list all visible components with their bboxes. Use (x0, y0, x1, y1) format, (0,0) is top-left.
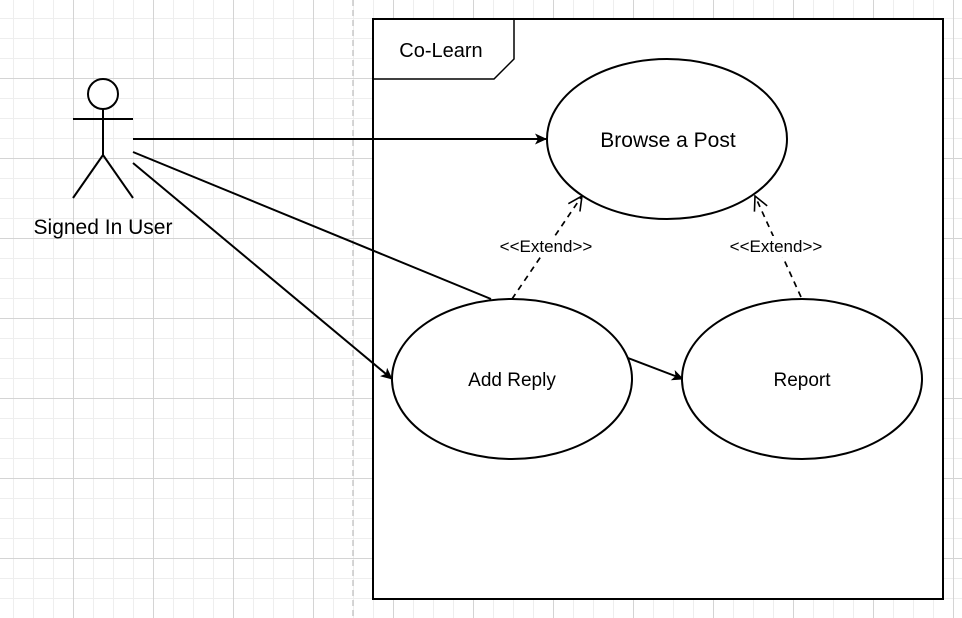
actor-signed-in-user[interactable]: Signed In User (34, 78, 173, 239)
use-case-label: Browse a Post (600, 129, 736, 152)
extend-label-left: <<Extend>> (486, 236, 607, 257)
svg-text:<<Extend>>: <<Extend>> (730, 237, 823, 256)
use-case-add-reply[interactable]: Add Reply (391, 298, 633, 460)
association-user-add-reply[interactable] (132, 162, 393, 380)
association-user-add-reply-line[interactable] (132, 151, 492, 300)
actor-stick-figure-icon (72, 78, 134, 199)
association-add-reply-report[interactable] (627, 357, 684, 381)
svg-text:<<Extend>>: <<Extend>> (500, 237, 593, 256)
extend-label-right: <<Extend>> (716, 236, 837, 257)
use-case-label: Add Reply (468, 370, 556, 391)
use-case-label: Report (773, 370, 831, 391)
extend-add-reply-browse[interactable] (511, 196, 582, 300)
frame-title: Co-Learn (399, 40, 482, 62)
use-case-browse-a-post[interactable]: Browse a Post (546, 58, 788, 220)
frame-tab (373, 19, 515, 80)
actor-label: Signed In User (34, 216, 173, 239)
use-case-report[interactable]: Report (681, 298, 923, 460)
